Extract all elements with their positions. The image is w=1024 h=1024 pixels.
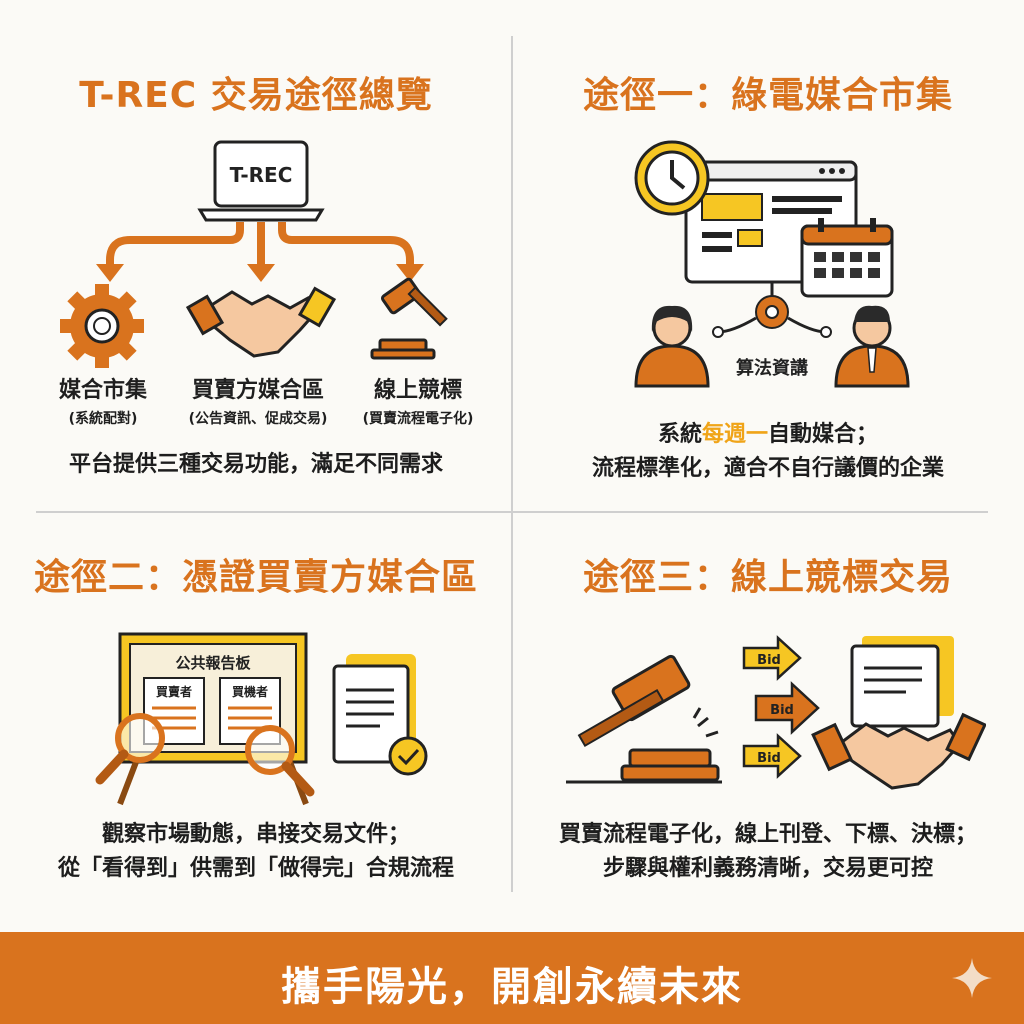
overview-item-label: 線上競標	[373, 378, 462, 403]
overview-caption: 平台提供三種交易功能，滿足不同需求	[68, 452, 443, 477]
overview-item-label: 媒合市集	[58, 378, 147, 403]
gavel-icon	[566, 654, 722, 784]
bid-arrow-icon: Bid	[754, 681, 820, 735]
path2-diagram: 公共報告板 買賣者 買機者	[95, 632, 428, 806]
contract-handshake-icon	[811, 636, 986, 790]
platform-label: T-REC	[230, 163, 293, 187]
vertical-divider	[511, 36, 513, 892]
laptop-icon: T-REC	[197, 140, 325, 222]
caption-highlight: 每週一	[701, 422, 768, 447]
overview-diagram: T-REC	[60, 140, 448, 368]
document-check-icon	[332, 654, 428, 776]
overview-item-bidding: 線上競標 (買賣流程電子化)	[348, 372, 488, 428]
sparkle-icon	[952, 958, 992, 998]
bid-arrow-icon: Bid	[742, 733, 802, 779]
overview-panel: T-REC 交易途徑總覽 T-REC	[0, 0, 512, 512]
path3-title: 途徑三：線上競標交易	[582, 557, 953, 598]
footer-slogan: 攜手陽光，開創永續未來	[281, 964, 743, 1010]
algo-label: 算法資講	[736, 357, 808, 379]
horizontal-divider	[36, 511, 988, 513]
gear-icon	[60, 284, 144, 368]
overview-item-sub: (公告資訊、促成交易)	[188, 411, 328, 427]
board-label: 公共報告板	[175, 654, 251, 672]
branch-arrows-icon	[106, 222, 414, 268]
bid-label: Bid	[770, 703, 794, 718]
path3-caption: 買賣流程電子化，線上刊登、下標、決標； 步驟與權利義務清晰，交易更可控	[512, 818, 1024, 886]
bid-arrow-icon: Bid	[742, 635, 802, 681]
overview-item-matching-zone: 買賣方媒合區 (公告資訊、促成交易)	[178, 372, 338, 428]
overview-item-sub: (系統配對)	[68, 411, 138, 427]
handshake-icon	[185, 286, 337, 358]
path1-caption-line2: 流程標準化，適合不自行議價的企業	[591, 456, 944, 481]
clock-icon	[634, 140, 710, 216]
gear-icon	[755, 295, 789, 329]
buyer-label: 買機者	[232, 684, 268, 699]
woman-avatar-icon	[634, 305, 710, 388]
path3-panel: 途徑三：線上競標交易 Bid Bid Bid	[512, 512, 1024, 932]
path1-caption: 系統每週一自動媒合； 流程標準化，適合不自行議價的企業	[512, 418, 1024, 486]
magnifier-icon	[95, 713, 165, 785]
path3-caption-line2: 步驟與權利義務清晰，交易更可控	[602, 856, 933, 881]
path3-diagram: Bid Bid Bid	[566, 635, 986, 790]
magnifier-icon	[245, 725, 315, 797]
bid-label: Bid	[757, 751, 781, 766]
path2-caption-line1: 觀察市場動態，串接交易文件；	[101, 822, 410, 847]
path2-caption: 觀察市場動態，串接交易文件； 從「看得到」供需到「做得完」合規流程	[0, 818, 512, 886]
bid-label: Bid	[757, 653, 781, 668]
path1-caption-line1: 系統每週一自動媒合；	[657, 422, 879, 447]
man-avatar-icon	[834, 305, 910, 388]
path2-title: 途徑二：憑證買賣方媒合區	[33, 557, 478, 598]
footer-banner: 攜手陽光，開創永續未來	[0, 932, 1024, 1024]
overview-title: T-REC 交易途徑總覽	[79, 75, 433, 116]
overview-item-label: 買賣方媒合區	[191, 378, 324, 403]
path3-caption-line1: 買賣流程電子化，線上刊登、下標、決標；	[558, 822, 977, 847]
calendar-icon	[800, 218, 894, 298]
path1-title: 途徑一：綠電媒合市集	[582, 75, 953, 116]
gavel-icon	[370, 277, 448, 360]
path2-caption-line2: 從「看得到」供需到「做得完」合規流程	[57, 856, 454, 881]
path2-panel: 途徑二：憑證買賣方媒合區 公共報告板 買賣者 買機者	[0, 512, 512, 932]
path1-panel: 途徑一：綠電媒合市集	[512, 0, 1024, 512]
path1-diagram: 算法資講	[634, 140, 910, 388]
overview-item-sub: (買賣流程電子化)	[362, 411, 474, 427]
seller-label: 買賣者	[156, 684, 192, 699]
overview-item-market: 媒合市集 (系統配對)	[48, 372, 158, 428]
